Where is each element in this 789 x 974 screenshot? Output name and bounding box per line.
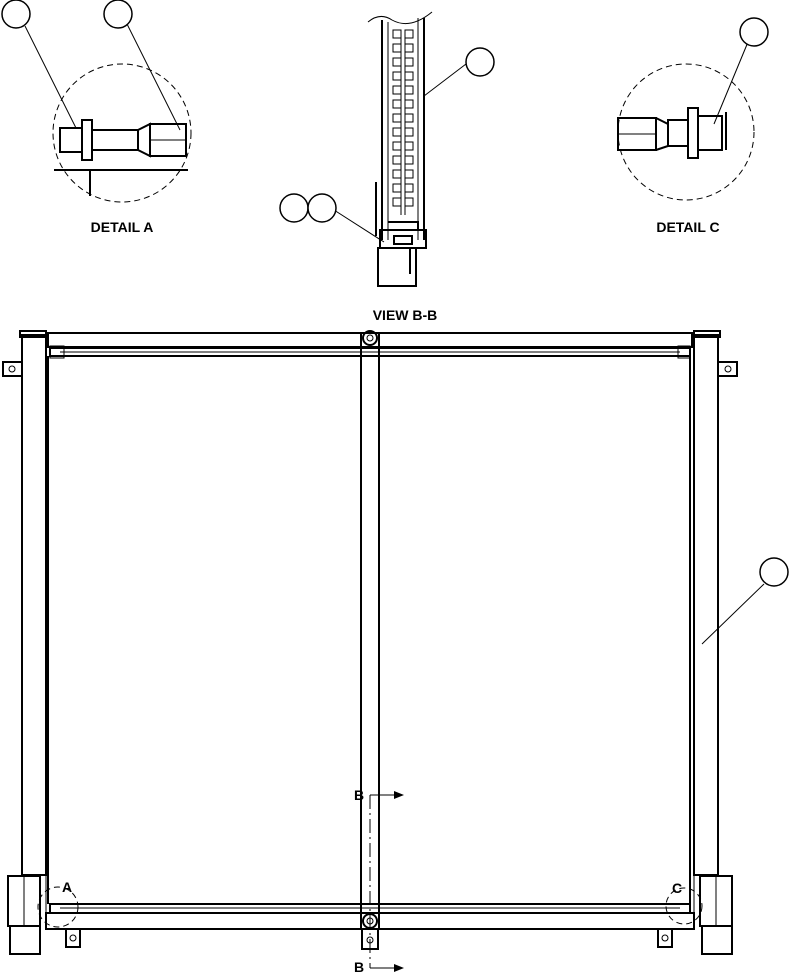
top-tube-left-end xyxy=(49,345,65,359)
detail-a-label: DETAIL A xyxy=(91,219,154,235)
callout-balloon xyxy=(1,0,31,29)
center-support-bar xyxy=(360,332,380,930)
detail-a-group: DETAIL A xyxy=(1,0,192,235)
section-b-label-bottom: B xyxy=(354,959,364,974)
detail-a-nut xyxy=(59,127,83,153)
view-bb-label: VIEW B-B xyxy=(373,307,438,323)
detail-c-leader xyxy=(713,41,749,125)
top-tube-right-end xyxy=(677,345,691,359)
detail-a-callout-circle xyxy=(37,886,79,928)
detail-a-reference: A xyxy=(62,879,72,895)
detail-a-body xyxy=(91,129,139,151)
view-bb-fins xyxy=(392,29,414,215)
detail-a-leader-1 xyxy=(24,25,77,129)
right-foot-lower xyxy=(701,925,733,955)
detail-a-boundary xyxy=(52,63,192,203)
detail-a-frame-lines xyxy=(54,169,188,196)
right-side-post xyxy=(693,334,719,876)
callout-balloon xyxy=(739,17,769,47)
mounting-tab-bottom-right xyxy=(657,928,673,948)
detail-c-body xyxy=(667,119,689,147)
view-bb-group: VIEW B-B xyxy=(279,11,495,323)
section-arrow-bottom-head xyxy=(394,964,404,972)
detail-a-leader-2 xyxy=(126,23,181,131)
detail-c-boundary xyxy=(617,63,755,201)
detail-a-taper xyxy=(137,122,151,158)
center-top-bolt xyxy=(362,330,378,346)
mounting-hole xyxy=(661,934,669,942)
section-arrow-top-head xyxy=(394,791,404,799)
left-foot-lower xyxy=(9,925,41,955)
center-top-bolt-inner xyxy=(366,334,374,342)
mounting-hole xyxy=(69,934,77,942)
view-bb-leader-left xyxy=(333,209,385,243)
detail-a-flange xyxy=(81,119,93,161)
detail-c-taper xyxy=(655,117,669,151)
view-bb-base xyxy=(377,247,417,287)
mounting-tab-upper-right xyxy=(717,361,738,377)
detail-c-callout-circle xyxy=(665,887,703,925)
detail-c-flange xyxy=(687,107,699,159)
view-bb-bottom-fitting xyxy=(379,221,427,249)
view-bb-break-line xyxy=(367,11,433,25)
main-view-group: A C B B xyxy=(2,330,789,974)
callout-balloon xyxy=(103,0,133,29)
callout-balloon xyxy=(465,47,495,77)
mounting-hole xyxy=(724,365,732,373)
core-leader xyxy=(701,583,765,645)
callout-balloon xyxy=(759,557,789,587)
left-side-post xyxy=(21,334,47,876)
mounting-hole xyxy=(8,365,16,373)
detail-c-nut xyxy=(697,115,723,151)
mounting-tab-upper-left xyxy=(2,361,23,377)
detail-c-label: DETAIL C xyxy=(656,219,719,235)
detail-c-group: DETAIL C xyxy=(617,17,769,235)
mounting-tab-bottom-left xyxy=(65,928,81,948)
callout-balloon xyxy=(307,193,337,223)
view-bb-leader-right xyxy=(423,63,467,97)
section-b-label-top: B xyxy=(354,787,364,803)
detail-c-reference: C xyxy=(672,880,682,896)
callout-balloon xyxy=(279,193,309,223)
